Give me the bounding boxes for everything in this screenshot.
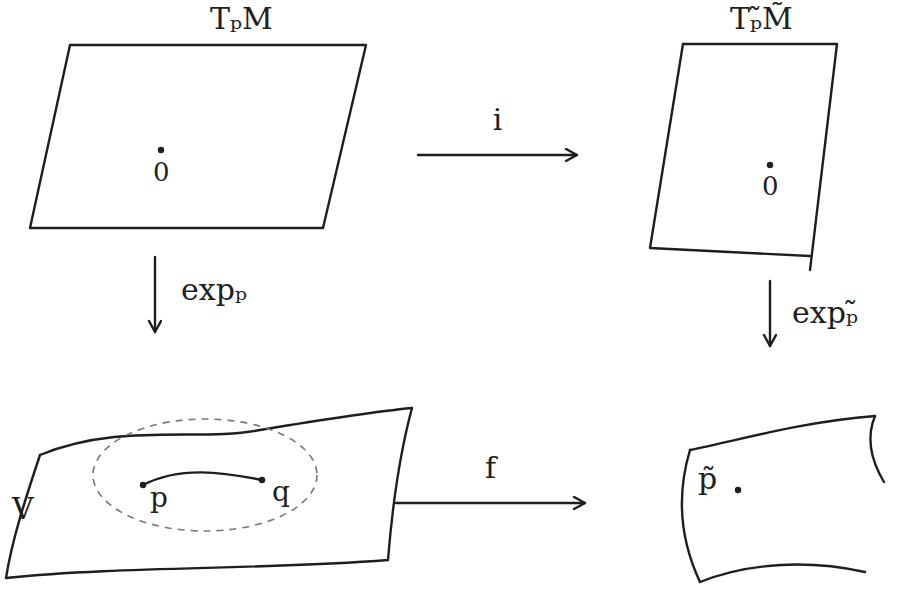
map-arrow <box>154 257 156 332</box>
point-label: p <box>150 482 168 514</box>
tangent-plane: Tₚ̃M̃ 0 <box>645 0 845 275</box>
tangent-plane: TₚM 0 <box>28 0 373 235</box>
map-label: i <box>493 103 503 138</box>
outline-drawing <box>0 400 418 585</box>
point-label: Tₚ̃M̃ <box>730 2 793 37</box>
point-label: TₚM <box>210 2 273 37</box>
point-dot <box>735 487 741 493</box>
point-dot <box>259 477 265 483</box>
map-arrow <box>418 154 577 156</box>
pen-stroke <box>700 565 865 582</box>
point-label: q <box>272 476 290 508</box>
map-arrow <box>769 281 771 346</box>
pen-stroke <box>690 416 875 450</box>
map-label: expₚ <box>181 273 247 308</box>
outline-drawing <box>660 410 890 590</box>
pen-stroke <box>6 560 388 578</box>
point-label: 0 <box>153 158 170 188</box>
map-arrow <box>396 502 585 504</box>
image-surface: p̃ <box>660 410 890 590</box>
pen-stroke <box>6 455 40 578</box>
pen-stroke <box>870 416 884 482</box>
point-label: 0 <box>762 172 779 202</box>
outline-drawing <box>645 0 845 275</box>
map-label: f <box>485 451 496 486</box>
pen-stroke <box>40 408 412 455</box>
outline-drawing <box>28 0 373 235</box>
pen-stroke <box>682 450 700 582</box>
point-dot <box>140 482 146 488</box>
pen-stroke <box>388 408 412 560</box>
pen-stroke <box>30 45 366 228</box>
neighborhood-outline <box>93 419 317 531</box>
pen-stroke <box>683 44 837 270</box>
point-dot <box>767 162 773 168</box>
map-label: expₚ̃ <box>792 296 858 331</box>
point-dot <box>158 147 164 153</box>
pen-stroke <box>650 44 810 256</box>
manifold-surface: Vp q <box>0 400 418 585</box>
point-label: V <box>12 492 34 527</box>
point-label: p̃ <box>698 462 717 497</box>
